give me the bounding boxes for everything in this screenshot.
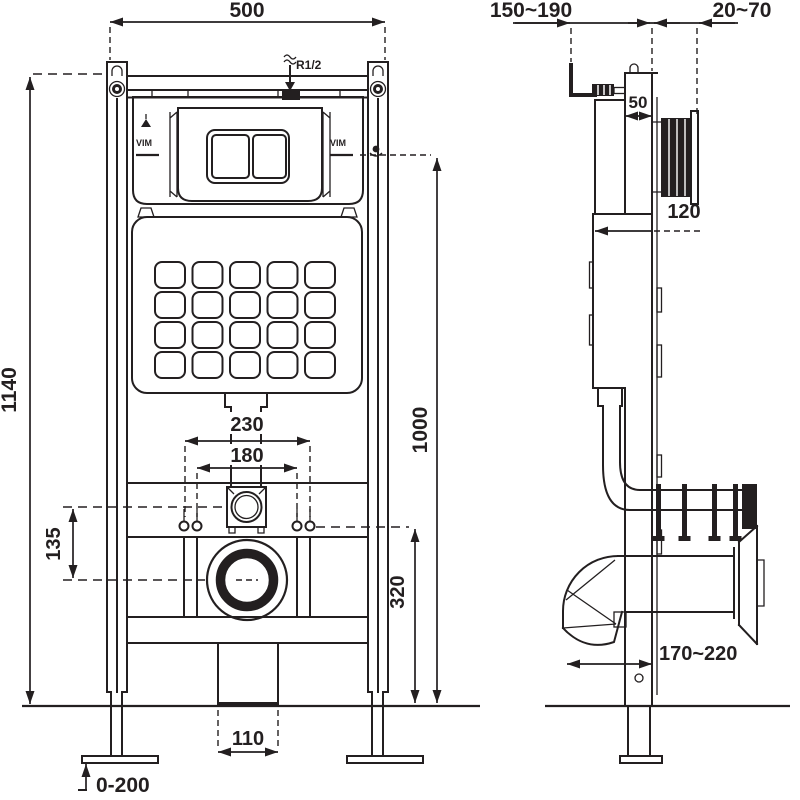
- flush-access-box: [652, 110, 699, 205]
- frame-rail-right: [367, 61, 389, 693]
- dim-body-depth-group: 120: [595, 201, 701, 236]
- cistern-tank: [131, 207, 363, 394]
- dim-bolt-span: 180: [230, 445, 263, 467]
- dim-offset: 135: [43, 506, 225, 581]
- dim-bracket-width: 110: [232, 728, 264, 750]
- frame-rail-left: [106, 61, 128, 693]
- dim-pipe-span: 230 180: [184, 412, 311, 517]
- flush-pipe-end-cap: [742, 484, 757, 529]
- upper-crossmember: [126, 482, 369, 538]
- foot-plate-side: [619, 755, 663, 764]
- dim-offset-135: 135: [43, 527, 65, 560]
- dim-outlet-height: 320: [387, 575, 409, 608]
- top-crossbar: [126, 75, 369, 99]
- waste-outlet: [205, 538, 289, 622]
- dim-frame-width: 500: [109, 0, 386, 60]
- dim-button-height-group: 1000: [409, 158, 442, 703]
- mounting-tab-arch-left: [111, 65, 123, 76]
- dim-bracket: 110: [217, 710, 279, 757]
- brand-marks: VIM VIM: [136, 114, 346, 148]
- pipe-clamps: [652, 484, 742, 541]
- foot-plate-left: [81, 755, 159, 764]
- mounting-tab-arch-right: [372, 65, 384, 76]
- front-view: 500 1140: [0, 0, 480, 797]
- foot-plate-right: [346, 755, 424, 764]
- inlet-arrow-icon: [285, 82, 295, 91]
- wall-bracket: [569, 63, 626, 97]
- flush-pipe-front: [224, 392, 268, 488]
- dim-body-depth: 120: [667, 201, 700, 223]
- flush-button-left: [211, 134, 250, 179]
- dim-rail-depth: 50: [629, 93, 648, 112]
- waste-piping-side: [561, 524, 765, 646]
- outlet-flange: [733, 524, 765, 646]
- side-view: 150~190 20~70: [490, 0, 790, 764]
- flush-pipe-fitting: [226, 486, 267, 528]
- frame-rail-side: [624, 63, 663, 707]
- lower-crossmember: [126, 536, 369, 706]
- flush-button-right: [252, 134, 287, 179]
- valve-symbol-icon: [372, 145, 380, 153]
- dim-front-width: 500: [229, 0, 264, 22]
- flush-plate-housing: [132, 96, 364, 205]
- leg-hole: [634, 673, 644, 683]
- label-brand-right: VIM: [330, 138, 346, 148]
- dim-foot-adjust-group: 0-200: [78, 764, 150, 797]
- dim-front-height: 1140: [0, 367, 21, 413]
- flush-pipe-side: [629, 484, 757, 541]
- dim-plate-depth: 20~70: [713, 0, 772, 22]
- dim-frame-height: 1140: [0, 73, 105, 704]
- label-brand-left: VIM: [136, 138, 152, 148]
- dim-floor-outlet-depth: 170~220: [659, 643, 737, 665]
- water-inlet: R1/2: [282, 54, 322, 100]
- brand-symbol-icon: [141, 119, 151, 127]
- button-centerline: [136, 145, 431, 157]
- dim-depth-ranges: 150~190 20~70: [490, 0, 772, 114]
- dim-outlet-height-group: 320: [316, 526, 420, 703]
- side-floor-and-foot: [545, 704, 790, 764]
- dim-flush-pipe-span: 230: [230, 414, 263, 436]
- dim-floor-outlet-group: 170~220: [567, 643, 737, 669]
- dim-rail-depth-group: 50: [625, 93, 652, 121]
- label-water-inlet: R1/2: [296, 58, 322, 72]
- dim-wall-distance: 150~190: [490, 0, 572, 22]
- flush-button-panel: [206, 129, 290, 184]
- dim-foot-adjust: 0-200: [96, 774, 150, 797]
- dim-button-center-height: 1000: [409, 407, 432, 454]
- cistern-side: [588, 99, 651, 512]
- floor-and-feet: [22, 691, 480, 764]
- insulation-grid: [154, 261, 336, 379]
- wc-fixing-bolts: [178, 509, 316, 532]
